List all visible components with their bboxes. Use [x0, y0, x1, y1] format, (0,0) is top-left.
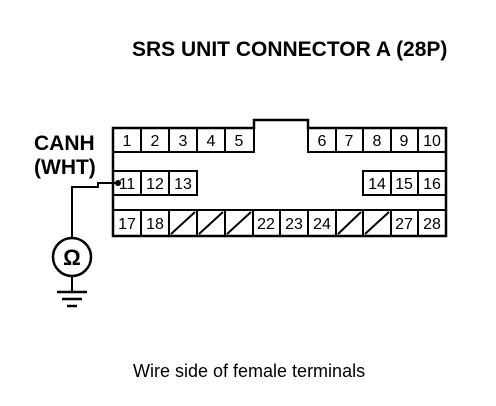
unused-cavity-20 [198, 211, 224, 235]
diagram-caption: Wire side of female terminals [133, 361, 365, 381]
unused-cavity-26 [364, 211, 390, 235]
pin-label: 16 [423, 176, 441, 193]
unused-cavity-19 [170, 211, 196, 235]
pin-label: 9 [400, 133, 409, 150]
pin-label: 15 [395, 176, 413, 193]
pin-label: 5 [235, 133, 244, 150]
pin-label: 14 [368, 176, 386, 193]
connector-row-1 [112, 127, 447, 153]
diagram-title: SRS UNIT CONNECTOR A (28P) [132, 38, 447, 61]
pin-label: 12 [146, 176, 164, 193]
pin-label: 28 [423, 216, 441, 233]
pin-label: 1 [123, 133, 132, 150]
pin-label: 24 [313, 216, 331, 233]
pin-label: 4 [207, 133, 216, 150]
wire-color-label: (WHT) [34, 156, 96, 179]
pin-label: 18 [146, 216, 164, 233]
pin-label: 10 [423, 133, 441, 150]
pin-numbers: 1 2 3 4 5 6 7 8 9 10 11 12 13 14 15 16 1… [118, 133, 441, 233]
ohm-symbol: Ω [63, 245, 81, 270]
probe-contact-point [115, 180, 121, 186]
wire-signal-label: CANH [34, 132, 95, 155]
pin-label: 13 [174, 176, 192, 193]
pin-label: 6 [318, 133, 327, 150]
pin-label: 17 [118, 216, 136, 233]
probe-wire [71, 182, 118, 238]
unused-cavity-21 [226, 211, 252, 235]
pin-label: 11 [119, 176, 136, 193]
pin-label: 3 [179, 133, 188, 150]
pin-label: 7 [345, 133, 354, 150]
ground-icon [57, 290, 87, 308]
connector-row-3 [113, 209, 446, 236]
pin-label: 23 [285, 216, 303, 233]
pin-label: 22 [257, 216, 275, 233]
pin-label: 8 [373, 133, 382, 150]
pin-label: 27 [395, 216, 413, 233]
pin-label: 2 [151, 133, 160, 150]
ohmmeter-icon: Ω [51, 236, 93, 278]
unused-cavity-25 [337, 211, 362, 235]
